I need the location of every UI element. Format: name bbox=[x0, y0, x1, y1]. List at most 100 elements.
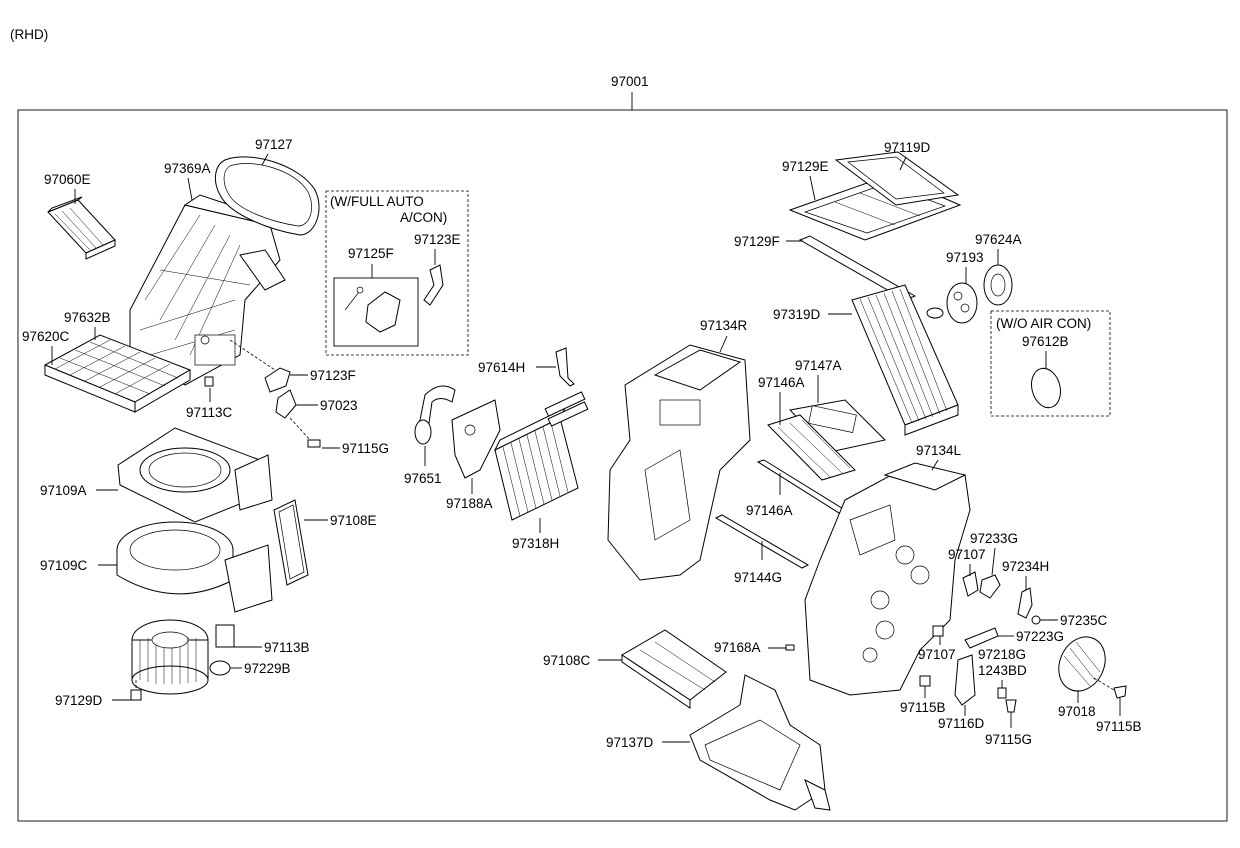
lever-97116D bbox=[954, 654, 976, 706]
leader-97134L bbox=[931, 459, 939, 471]
link-97023 bbox=[275, 389, 297, 419]
cover-97188A bbox=[451, 399, 501, 479]
intake-housing-97369A bbox=[129, 194, 286, 386]
case-left-97134L bbox=[804, 462, 971, 696]
assembly-number: 97001 bbox=[611, 74, 649, 89]
screw-97115G bbox=[307, 439, 321, 448]
wo-aircon-group-box bbox=[990, 310, 1111, 417]
label-97123E: 97123E bbox=[414, 232, 461, 247]
label-97119D: 97119D bbox=[884, 140, 931, 155]
lever-97123E bbox=[423, 264, 444, 306]
full-auto-title-line2: A/CON) bbox=[400, 210, 447, 225]
label-97115B-b: 97115B bbox=[1096, 719, 1142, 734]
label-97651: 97651 bbox=[404, 471, 442, 486]
label-97146A-a: 97146A bbox=[758, 375, 805, 390]
hose-97651 bbox=[414, 385, 456, 445]
blower-case-lower-97109C bbox=[116, 521, 273, 613]
label-97614H: 97614H bbox=[478, 360, 525, 375]
cap-97612B bbox=[1031, 367, 1061, 409]
label-97620C: 97620C bbox=[22, 329, 70, 344]
label-97107-a: 97107 bbox=[948, 547, 986, 562]
label-1243BD: 1243BD bbox=[978, 663, 1027, 678]
lever-97123F bbox=[264, 367, 291, 393]
clip-97168A bbox=[785, 644, 795, 651]
label-97218G: 97218G bbox=[978, 647, 1026, 662]
actuator-97107-a bbox=[962, 571, 979, 597]
label-97188A: 97188A bbox=[446, 496, 493, 511]
leader-97369A bbox=[187, 177, 193, 201]
wo-aircon-title: (W/O AIR CON) bbox=[996, 316, 1091, 331]
label-97125F: 97125F bbox=[348, 246, 394, 261]
label-97123F: 97123F bbox=[310, 368, 356, 383]
label-97168A: 97168A bbox=[714, 640, 761, 655]
label-97113B: 97113B bbox=[264, 640, 310, 655]
door-97146A bbox=[767, 414, 856, 481]
blower-case-upper-97109A bbox=[117, 427, 273, 523]
label-97229B: 97229B bbox=[244, 661, 291, 676]
clip-97115B-a bbox=[919, 675, 931, 687]
label-97115B-a: 97115B bbox=[900, 700, 946, 715]
variant-label: (RHD) bbox=[10, 27, 48, 42]
clip-97235C bbox=[1031, 615, 1041, 625]
dash-link-4 bbox=[1093, 677, 1115, 691]
label-97318H: 97318H bbox=[512, 536, 559, 551]
full-auto-group-box bbox=[325, 190, 469, 356]
bracket-97229B bbox=[209, 660, 231, 676]
actuator-inner-box bbox=[333, 277, 419, 347]
label-97134R: 97134R bbox=[700, 318, 748, 333]
label-97113C: 97113C bbox=[186, 405, 233, 420]
label-97129D: 97129D bbox=[55, 693, 103, 708]
label-97023: 97023 bbox=[320, 398, 358, 413]
label-97109C: 97109C bbox=[40, 558, 88, 573]
lever-97233G bbox=[979, 574, 1001, 599]
label-97146A-b: 97146A bbox=[746, 503, 793, 518]
lever-97234H bbox=[1017, 587, 1033, 619]
gasket-97127 bbox=[214, 156, 320, 236]
link-97223G bbox=[964, 627, 999, 649]
clip-97129D bbox=[130, 689, 142, 701]
lower-case-97137D bbox=[689, 674, 831, 811]
evaporator-97319D bbox=[851, 284, 959, 436]
label-97115G-a: 97115G bbox=[342, 441, 389, 456]
actuator-97107-b bbox=[932, 625, 944, 637]
heater-core-97318H bbox=[493, 391, 589, 521]
clip-97115B-b bbox=[1113, 685, 1127, 699]
label-97144G: 97144G bbox=[734, 570, 782, 585]
label-97234H: 97234H bbox=[1002, 559, 1049, 574]
assembly-frame bbox=[17, 109, 1228, 822]
label-97108C: 97108C bbox=[543, 653, 591, 668]
leader-97119D bbox=[899, 156, 907, 171]
frame-97129F bbox=[798, 235, 917, 301]
label-97193: 97193 bbox=[946, 250, 984, 265]
seal-97193 bbox=[946, 282, 978, 324]
cabin-filter-97620C bbox=[43, 334, 192, 413]
label-97147A: 97147A bbox=[795, 358, 842, 373]
actuator-97125F bbox=[344, 286, 401, 333]
case-right-97134R bbox=[607, 344, 751, 581]
label-97369A: 97369A bbox=[164, 161, 211, 176]
panel-97108E bbox=[273, 499, 309, 586]
leader-97127 bbox=[261, 153, 269, 166]
screw-97115G-b bbox=[1005, 699, 1017, 713]
cover-97108C bbox=[621, 629, 727, 709]
label-97137D: 97137D bbox=[606, 735, 654, 750]
cover-97018 bbox=[1058, 636, 1106, 692]
label-97129E: 97129E bbox=[782, 159, 829, 174]
leader-97129E bbox=[809, 175, 816, 201]
label-97129F: 97129F bbox=[734, 234, 780, 249]
resistor-97113B bbox=[215, 624, 235, 648]
label-97060E: 97060E bbox=[44, 172, 91, 187]
label-97107-b: 97107 bbox=[918, 647, 956, 662]
dash-link-2 bbox=[289, 417, 313, 443]
label-97109A: 97109A bbox=[40, 483, 87, 498]
air-filter-97060E bbox=[47, 196, 116, 260]
frame-97119D bbox=[834, 151, 960, 206]
label-97134L: 97134L bbox=[916, 443, 962, 458]
label-97108E: 97108E bbox=[330, 513, 377, 528]
label-97115G-b: 97115G bbox=[985, 732, 1032, 747]
label-97018: 97018 bbox=[1058, 704, 1096, 719]
label-97116D: 97116D bbox=[938, 716, 985, 731]
label-97127: 97127 bbox=[255, 137, 293, 152]
leader-97134R bbox=[719, 335, 728, 353]
